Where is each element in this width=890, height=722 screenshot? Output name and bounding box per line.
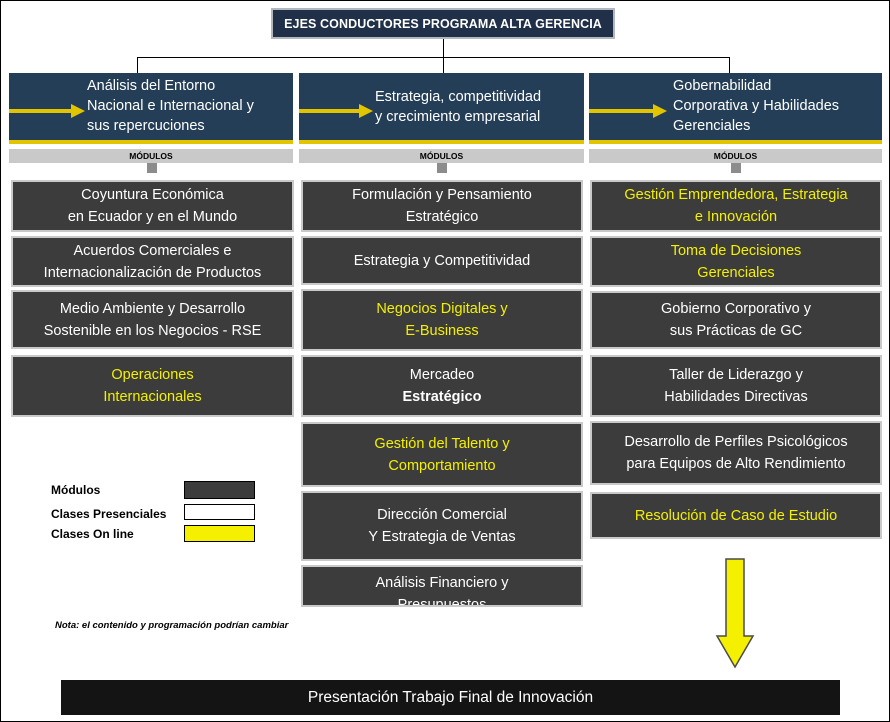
module-toma-decisiones: Toma de Decisiones Gerenciales (590, 236, 882, 287)
module-direccion-comercial: Dirección Comercial Y Estrategia de Vent… (301, 491, 583, 561)
module-coyuntura: Coyuntura Económica en Ecuador y en el M… (11, 180, 294, 232)
modules-tab-2 (437, 163, 447, 173)
module-analisis-financiero-text: Análisis Financiero y Presupuestos (375, 575, 509, 607)
legend-label-modulos: Módulos (51, 483, 101, 497)
modules-bar-2: MÓDULOS (299, 149, 584, 163)
module-gestion-emprendedora: Gestión Emprendedora, Estrategia e Innov… (590, 180, 882, 232)
module-talento: Gestión del Talento y Comportamiento (301, 422, 583, 487)
module-liderazgo: Taller de Liderazgo y Habilidades Direct… (590, 355, 882, 417)
connector-drop-1 (137, 57, 138, 73)
arrow-right-icon (589, 104, 667, 118)
module-caso-estudio: Resolución de Caso de Estudio (590, 492, 882, 539)
module-competitividad: Estrategia y Competitividad (301, 236, 583, 285)
module-mercadeo-line1: Mercadeo (409, 367, 475, 383)
axis-label: Gobernabilidad Corporativa y Habilidades… (673, 78, 840, 134)
disclaimer-note: Nota: el contenido y programación podría… (55, 620, 289, 631)
module-acuerdos: Acuerdos Comerciales e Internacionalizac… (11, 236, 294, 287)
final-presentation-banner: Presentación Trabajo Final de Innovación (61, 680, 840, 715)
module-mercadeo: Mercadeo Estratégico (301, 355, 583, 417)
modules-tab-1 (147, 163, 157, 173)
connector-drop-2 (443, 57, 444, 73)
module-medio-ambiente: Medio Ambiente y Desarrollo Sostenible e… (11, 290, 294, 349)
axis-estrategia: Estrategia, competitividad y crecimiento… (299, 73, 584, 144)
module-operaciones: Operaciones Internacionales (11, 355, 294, 417)
axis-gobernabilidad: Gobernabilidad Corporativa y Habilidades… (589, 73, 882, 144)
module-mercadeo-line2: Estratégico (402, 389, 482, 405)
module-gobierno-corporativo: Gobierno Corporativo y sus Prácticas de … (590, 291, 882, 349)
connector-horizontal (137, 57, 729, 58)
connector-trunk (443, 39, 444, 57)
arrow-right-icon (9, 104, 85, 118)
module-formulacion: Formulación y Pensamiento Estratégico (301, 180, 583, 232)
legend-label-presenciales: Clases Presenciales (51, 507, 167, 521)
modules-tab-3 (731, 163, 741, 173)
legend-swatch-online (184, 525, 255, 542)
module-perfiles-psicologicos: Desarrollo de Perfiles Psicológicos para… (590, 421, 882, 485)
page-title: EJES CONDUCTORES PROGRAMA ALTA GERENCIA (271, 8, 615, 39)
legend-swatch-presenciales (184, 504, 255, 520)
modules-bar-3: MÓDULOS (589, 149, 882, 163)
legend-swatch-modulos (184, 481, 255, 499)
module-analisis-financiero: Análisis Financiero y Presupuestos (301, 565, 583, 607)
arrow-down-icon (715, 558, 755, 669)
connector-drop-3 (729, 57, 730, 73)
modules-bar-1: MÓDULOS (9, 149, 293, 163)
axis-label: Análisis del Entorno Nacional e Internac… (87, 78, 254, 134)
axis-label: Estrategia, competitividad y crecimiento… (375, 89, 542, 125)
legend-label-online: Clases On line (51, 527, 134, 541)
arrow-right-icon (299, 104, 373, 118)
module-negocios-digitales: Negocios Digitales y E-Business (301, 289, 583, 351)
axis-entorno: Análisis del Entorno Nacional e Internac… (9, 73, 293, 144)
